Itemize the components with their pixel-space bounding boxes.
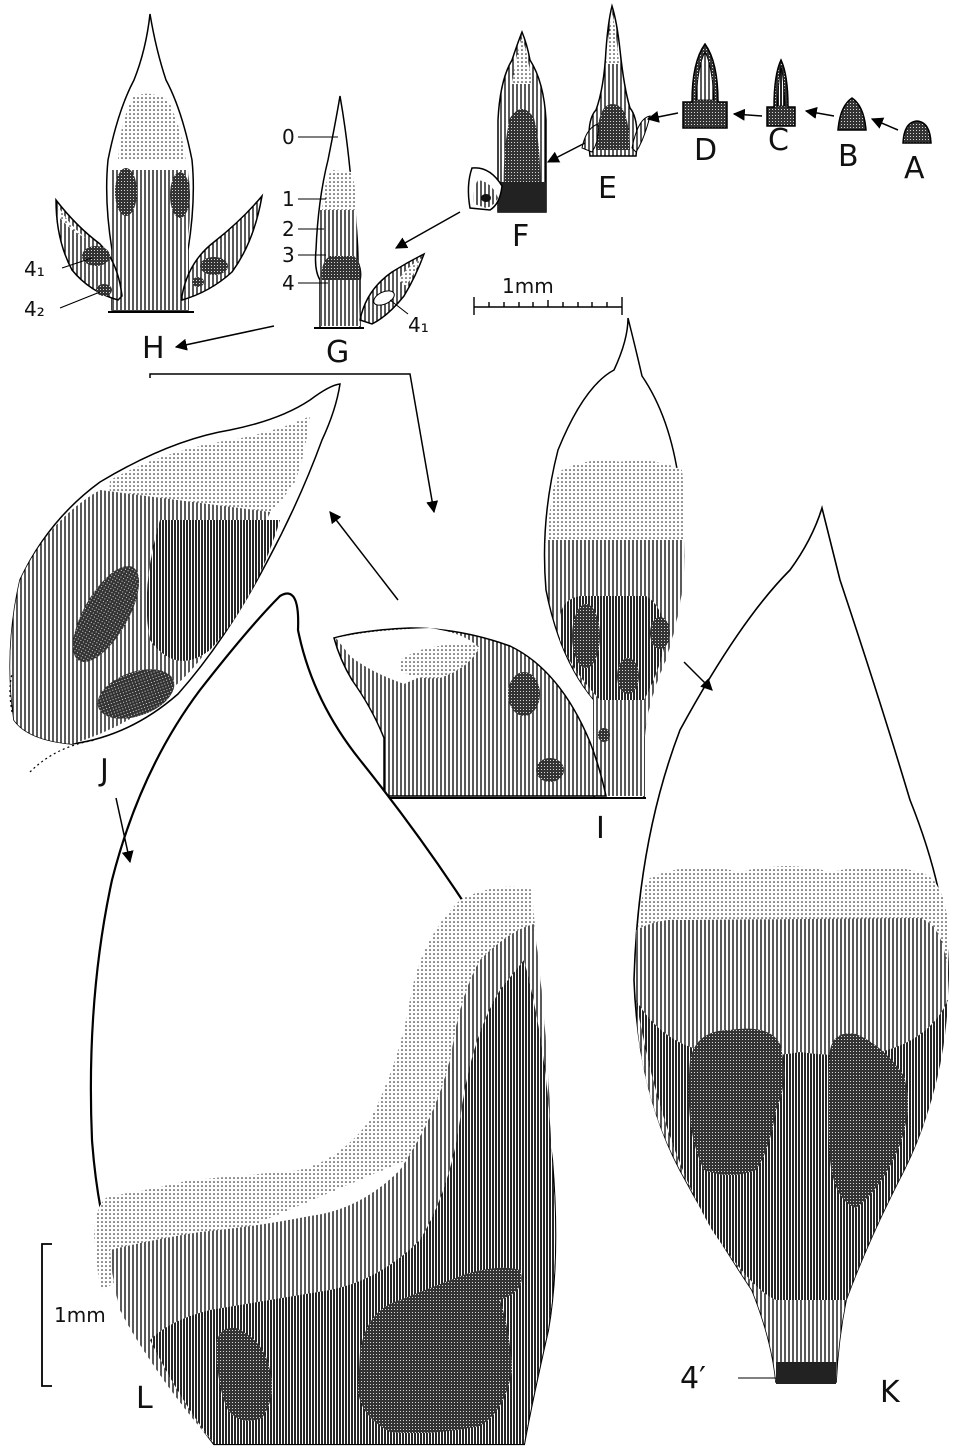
arrow-i-j [330,512,398,600]
label-stage-b: B [838,139,859,174]
stage-a-primordium [903,121,931,143]
label-stage-j: J [98,753,109,788]
label-zone-3: 3 [282,243,295,267]
label-g-spot-4-1: 4₁ [408,313,429,337]
label-zone-4: 4 [282,271,295,295]
label-stage-i: I [596,811,605,846]
stage-d-primordium [683,44,727,128]
stage-e-leaf [582,6,650,156]
label-stage-a: A [904,151,925,186]
stage-b-primordium [838,98,866,130]
label-stage-k: K [880,1375,901,1410]
label-stage-h: H [142,331,165,366]
label-k-4-prime: 4′ [680,1361,706,1396]
scale-bar-upper [474,297,622,315]
arrow-g-h [176,326,274,347]
label-stage-l: L [136,1381,153,1416]
label-h-spot-4-2: 4₂ [24,297,45,321]
label-stage-c: C [768,123,789,158]
arrow-c-d [734,114,762,116]
scale-bar-lower-label: 1mm [54,1303,106,1327]
scale-bar-lower [42,1244,52,1386]
label-stage-f: F [512,219,529,254]
label-h-spot-4-1: 4₁ [24,257,45,281]
label-zone-0: 0 [282,125,295,149]
stage-g-leaf [314,96,424,328]
stage-h-leaf [56,14,262,312]
label-stage-d: D [694,133,717,168]
label-stage-g: G [326,335,349,370]
label-stage-e: E [598,171,617,206]
arrow-d-e [648,113,678,119]
arrow-e-f [548,143,585,162]
label-zone-1: 1 [282,187,295,211]
label-zone-2: 2 [282,217,295,241]
arrow-b-c [806,111,834,116]
arrow-i-k [684,662,712,690]
stage-k-leaf [634,508,948,1384]
stage-f-leaf [468,32,546,212]
stage-i-leaf [334,318,685,798]
stage-c-primordium [767,60,795,126]
arrow-a-b [872,119,898,130]
scale-bar-upper-label: 1mm [502,274,554,298]
arrow-f-g [396,212,460,248]
